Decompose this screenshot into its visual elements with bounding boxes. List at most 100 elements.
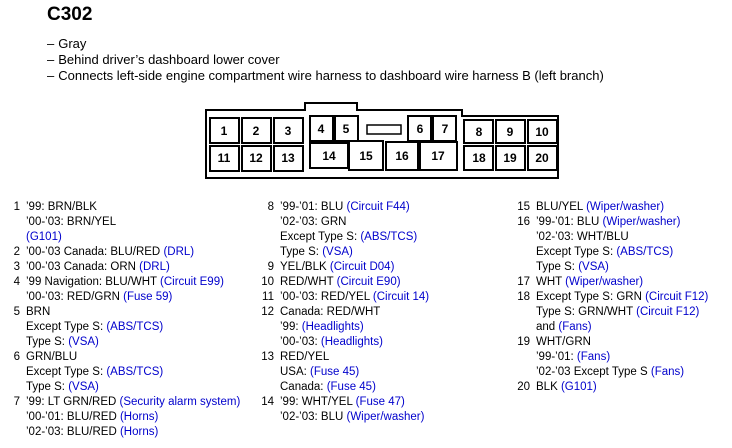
pin-entry: 7 ’99: LT GRN/RED (Security alarm system)… [4,395,241,440]
wire-info-text: RED/YEL [280,351,330,363]
pin-description-line: Type S: (VSA) [536,260,708,275]
pin-number: 4 [13,276,20,288]
circuit-reference-link[interactable]: (Fans) [576,351,611,363]
pin-description-line: USA: (Fuse 45) [280,365,429,380]
circuit-reference-link[interactable]: (DRL) [139,261,170,273]
terminal-label: 19 [503,151,517,165]
terminal-label: 13 [281,151,295,165]
terminal-label: 10 [535,125,549,139]
circuit-reference-link[interactable]: (Horns) [119,411,159,423]
circuit-reference-link[interactable]: (Circuit F44) [346,201,410,213]
pin-description-line: BRN [26,305,240,320]
wire-info-text: WHT/GRN [536,336,591,348]
circuit-reference-link[interactable]: (DRL) [163,246,195,258]
wire-info-text: ’99 Navigation: BLU/WHT [26,276,161,288]
wire-info-text: ’00-’03: RED/YEL [280,291,373,303]
wire-info-text: Type S: GRN/WHT [536,306,637,318]
pin-description-line: ’00-’03: RED/YEL (Circuit 14) [280,290,429,305]
pin-description-line: Type S: (VSA) [26,335,240,350]
pin-list-column-1: 1’99: BRN/BLK’00-’03: BRN/YEL(G101)2’00-… [4,200,241,440]
wire-info-text: ’99: [280,321,302,333]
circuit-reference-link[interactable]: (ABS/TCS) [106,321,164,333]
circuit-reference-link[interactable]: (Circuit D04) [329,261,395,273]
pin-entry: 11’00-’03: RED/YEL (Circuit 14) [258,290,429,305]
pin-entry: 1’99: BRN/BLK’00-’03: BRN/YEL(G101) [4,200,240,245]
circuit-reference-link[interactable]: (VSA) [578,261,609,273]
pin-description-line: Type S: GRN/WHT (Circuit F12) [536,305,708,320]
circuit-reference-link[interactable]: (Fuse 59) [123,291,173,303]
circuit-reference-link[interactable]: (Horns) [119,426,159,438]
pin-number: 7 [13,396,20,408]
pin-description-line: ’99-’01: (Fans) [536,350,708,365]
circuit-reference-link[interactable]: (Fuse 47) [355,396,405,408]
wire-info-text: ’99: LT GRN/RED [26,396,120,408]
terminal-label: 6 [417,122,424,136]
wire-info-text: WHT [536,276,566,288]
wire-info-text: Canada: [280,381,327,393]
circuit-reference-link[interactable]: (Wiper/washer) [346,411,425,423]
circuit-reference-link[interactable]: (VSA) [68,336,99,348]
wire-info-text: Type S: [26,381,69,393]
circuit-reference-link[interactable]: (Circuit E90) [336,276,401,288]
wire-info-text: ’00-’03: [280,336,321,348]
pin-number: 5 [13,306,20,318]
circuit-reference-link[interactable]: (G101) [26,231,62,243]
pin-entry: 16’99-’01: BLU (Wiper/washer)’02-’03: WH… [514,215,708,275]
circuit-reference-link[interactable]: (Fans) [650,366,685,378]
circuit-reference-link[interactable]: (VSA) [322,246,353,258]
wire-info-text: ’02-’03: GRN [280,216,347,228]
circuit-reference-link[interactable]: (ABS/TCS) [106,366,164,378]
wire-info-text: Type S: [26,336,69,348]
pin-description-line: ’99: BRN/BLK [26,200,240,215]
wire-info-text: Canada: RED/WHT [280,306,381,318]
circuit-reference-link[interactable]: (Fuse 45) [326,381,376,393]
wire-info-text: ’00-’03 Canada: BLU/RED [26,246,164,258]
circuit-reference-link[interactable]: (ABS/TCS) [616,246,674,258]
circuit-reference-link[interactable]: (Circuit F12) [636,306,700,318]
pin-number: 12 [261,306,274,318]
circuit-reference-link[interactable]: (Circuit 14) [372,291,430,303]
circuit-reference-link[interactable]: (Circuit E99) [160,276,224,288]
circuit-reference-link[interactable]: (Headlights) [320,336,383,348]
pin-entry: 14’99: WHT/YEL (Fuse 47)’02-’03: BLU (Wi… [258,395,429,425]
circuit-reference-link[interactable]: (Security alarm system) [119,396,241,408]
circuit-reference-link[interactable]: (Wiper/washer) [602,216,681,228]
circuit-reference-link[interactable]: (Wiper/washer) [586,201,665,213]
circuit-reference-link[interactable]: (Wiper/washer) [565,276,644,288]
pin-description-line: (G101) [26,230,240,245]
pin-entry: 10 RED/WHT (Circuit E90) [258,275,429,290]
circuit-reference-link[interactable]: (Fuse 45) [310,366,360,378]
connector-title: C302 [47,4,93,25]
wire-info-text: ’02-’03 Except Type S [536,366,651,378]
pin-number: 18 [517,291,530,303]
pin-description-line: Except Type S: (ABS/TCS) [26,365,240,380]
pin-description-line: Type S: (VSA) [26,380,240,395]
circuit-reference-link[interactable]: (G101) [560,381,597,393]
pin-number: 15 [517,201,530,213]
pin-number: 1 [13,201,20,213]
pin-number: 10 [261,276,274,288]
pin-description-line: ’02-’03: BLU/RED (Horns) [26,425,240,440]
circuit-reference-link[interactable]: (Fans) [558,321,592,333]
circuit-reference-link[interactable]: (VSA) [68,381,99,393]
circuit-reference-link[interactable]: (ABS/TCS) [360,231,418,243]
wire-info-text: Except Type S: [280,231,361,243]
pin-number: 3 [13,261,20,273]
pin-description-line: YEL/BLK (Circuit D04) [280,260,429,275]
pin-description-line: ’02-’03 Except Type S (Fans) [536,365,708,380]
circuit-reference-link[interactable]: (Circuit F12) [645,291,709,303]
pin-description-line: Except Type S: (ABS/TCS) [280,230,429,245]
terminal-label: 17 [431,149,445,163]
pin-description-line: RED/WHT (Circuit E90) [280,275,429,290]
circuit-reference-link[interactable]: (Headlights) [301,321,364,333]
wire-info-text: Except Type S: [536,246,617,258]
